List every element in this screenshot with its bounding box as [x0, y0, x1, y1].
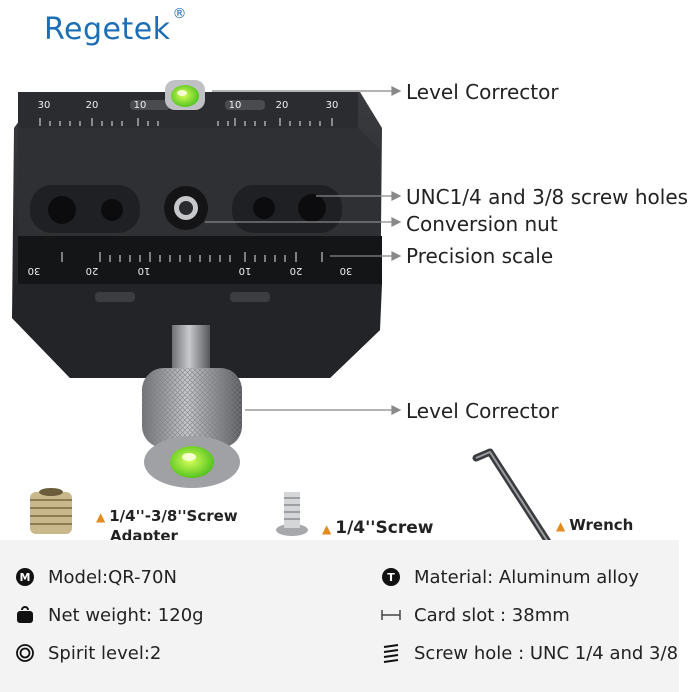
- spirit-level-icon: [14, 642, 36, 664]
- brand-name: Regetek: [44, 12, 171, 47]
- triangle-bullet-icon: ▲: [322, 522, 332, 536]
- weight-icon: [14, 604, 36, 626]
- triangle-bullet-icon: ▲: [96, 510, 106, 524]
- callout-level-corrector-knob: Level Corrector: [406, 399, 559, 423]
- adapter-label: ▲1/4''-3/8''Screw: [96, 507, 238, 525]
- spec-screw-hole: Screw hole : UNC 1/4 and 3/8: [380, 642, 678, 664]
- callout-level-corrector-top: Level Corrector: [406, 80, 559, 104]
- top-precision-scale: 30 20 10 10 20 30: [38, 100, 339, 126]
- top-scale-label: 10: [134, 100, 147, 111]
- model-badge-icon: M: [14, 566, 36, 588]
- bottom-scale-label: 20: [86, 265, 99, 276]
- wrench-label: ▲Wrench: [556, 516, 634, 534]
- callout-precision-scale: Precision scale: [406, 244, 554, 268]
- callout-conversion-nut: Conversion nut: [406, 212, 558, 236]
- screw-holes: [30, 185, 342, 233]
- product-illustration: 30 20 10 10 20 30: [12, 80, 556, 552]
- screw-image: [276, 492, 308, 536]
- width-measure-icon: [380, 604, 402, 626]
- bottom-precision-scale: 30 20 10 10 20 30: [28, 252, 353, 276]
- top-scale-label: 20: [276, 100, 289, 111]
- triangle-bullet-icon: ▲: [556, 519, 566, 533]
- bottom-scale-label: 30: [28, 265, 41, 276]
- top-scale-label: 20: [86, 100, 99, 111]
- spec-panel: M Model:QR-70N Net weight: 120g Spirit l…: [0, 540, 679, 692]
- spec-model: M Model:QR-70N: [14, 566, 177, 588]
- screw-adapter-image: [30, 488, 72, 534]
- material-badge-icon: T: [380, 566, 402, 588]
- clamp-knob: [142, 325, 242, 488]
- screw-thread-icon: [380, 642, 402, 664]
- bottom-scale-label: 10: [239, 265, 252, 276]
- callout-screw-holes: UNC1/4 and 3/8 screw holes: [406, 185, 688, 209]
- top-scale-label: 30: [38, 100, 51, 111]
- spec-card-slot: Card slot : 38mm: [380, 604, 570, 626]
- top-scale-label: 10: [229, 100, 242, 111]
- wrench-image: [472, 448, 556, 552]
- bottom-scale-label: 20: [290, 265, 303, 276]
- spec-material: T Material: Aluminum alloy: [380, 566, 639, 588]
- brand-logo: Regetek®: [44, 6, 187, 47]
- top-scale-label: 30: [326, 100, 339, 111]
- screw-label: ▲1/4''Screw: [322, 518, 434, 538]
- spec-spirit-level: Spirit level:2: [14, 642, 161, 664]
- bottom-scale-label: 30: [340, 265, 353, 276]
- top-spirit-level: [165, 80, 205, 110]
- spec-weight: Net weight: 120g: [14, 604, 204, 626]
- registered-mark: ®: [172, 6, 188, 22]
- bottom-scale-label: 10: [138, 265, 151, 276]
